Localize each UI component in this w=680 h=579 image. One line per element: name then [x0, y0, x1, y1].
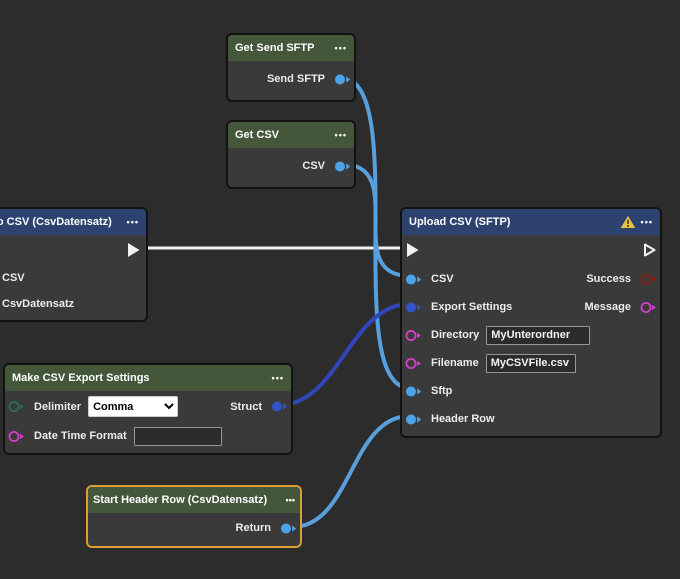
node-title: Get Send SFTP	[235, 42, 315, 54]
exec-output-pin[interactable]	[126, 242, 141, 258]
node-make-csv-export-settings[interactable]: Make CSV Export Settings ••• Delimiter C…	[3, 363, 293, 455]
node-header[interactable]: Get Send SFTP •••	[228, 35, 354, 61]
port-label: Header Row	[431, 413, 495, 425]
pin-send-sftp-output[interactable]	[334, 73, 351, 86]
node-start-header-row[interactable]: Start Header Row (CsvDatensatz) ••• Retu…	[86, 485, 302, 548]
node-title: Make CSV Export Settings	[12, 372, 150, 384]
node-menu-icon[interactable]: •••	[126, 217, 139, 227]
filename-field[interactable]	[485, 353, 576, 373]
port-label: Struct	[230, 400, 262, 413]
pin-csv-output[interactable]	[334, 160, 351, 173]
node-upload-csv[interactable]: Upload CSV (SFTP) •••	[400, 207, 662, 438]
exec-output-pin[interactable]	[642, 242, 657, 258]
node-header[interactable]: Get CSV •••	[228, 122, 354, 148]
node-header[interactable]: To CSV (CsvDatensatz) •••	[0, 209, 146, 235]
pin-success-output[interactable]	[640, 273, 657, 286]
node-to-csv[interactable]: To CSV (CsvDatensatz) ••• CSV CsvDatensa…	[0, 207, 148, 322]
wire-csv-to-csv[interactable]	[339, 162, 412, 278]
pin-date-time-format-input[interactable]	[8, 430, 25, 443]
node-title: Start Header Row (CsvDatensatz)	[93, 494, 268, 506]
node-header[interactable]: Make CSV Export Settings •••	[5, 365, 291, 391]
node-title: Get CSV	[235, 129, 280, 141]
port-label: CsvDatensatz	[2, 298, 75, 310]
node-header[interactable]: Upload CSV (SFTP) •••	[402, 209, 660, 235]
port-label: CSV	[2, 272, 25, 284]
node-menu-icon[interactable]: •••	[640, 217, 653, 227]
pin-directory-input[interactable]	[405, 329, 422, 342]
node-title: Upload CSV (SFTP)	[409, 216, 511, 228]
node-title: To CSV (CsvDatensatz)	[0, 216, 112, 228]
port-label: Date Time Format	[34, 430, 127, 442]
node-menu-icon[interactable]: •••	[334, 43, 347, 53]
pin-struct-output[interactable]	[271, 400, 288, 413]
node-header[interactable]: Start Header Row (CsvDatensatz) •••	[88, 487, 300, 513]
wire-struct-to-export-settings[interactable]	[277, 302, 412, 407]
port-label: Message	[584, 301, 631, 313]
pin-delimiter-input[interactable]	[8, 400, 25, 413]
directory-field[interactable]	[486, 325, 591, 345]
node-get-csv[interactable]: Get CSV ••• CSV	[226, 120, 356, 189]
port-label: Send SFTP	[266, 73, 325, 85]
port-label: CSV	[302, 160, 325, 172]
pin-header-row-input[interactable]	[405, 413, 422, 426]
pin-csv-input[interactable]	[405, 273, 422, 286]
date-time-format-field[interactable]	[133, 426, 222, 446]
node-get-send-sftp[interactable]: Get Send SFTP ••• Send SFTP	[226, 33, 356, 102]
port-label: Sftp	[431, 385, 453, 397]
pin-sftp-input[interactable]	[405, 385, 422, 398]
pin-message-output[interactable]	[640, 301, 657, 314]
pin-filename-input[interactable]	[405, 357, 422, 370]
port-label: Success	[586, 273, 631, 285]
delimiter-select[interactable]: Comma	[88, 396, 179, 417]
port-label: CSV	[431, 273, 454, 285]
warning-triangle-icon[interactable]	[620, 215, 636, 229]
port-label: Filename	[431, 357, 479, 369]
node-menu-icon[interactable]: •••	[334, 130, 347, 140]
wire-return-to-header-row[interactable]	[290, 414, 412, 529]
port-label: Return	[235, 522, 271, 534]
port-label: Export Settings	[431, 301, 513, 313]
port-label: Delimiter	[34, 400, 82, 413]
pin-export-settings-input[interactable]	[405, 301, 422, 314]
pin-return-output[interactable]	[280, 522, 297, 535]
port-label: Directory	[431, 329, 480, 341]
exec-input-pin[interactable]	[405, 242, 420, 258]
node-menu-icon[interactable]: •••	[271, 373, 284, 383]
node-menu-icon[interactable]: •••	[285, 495, 295, 505]
